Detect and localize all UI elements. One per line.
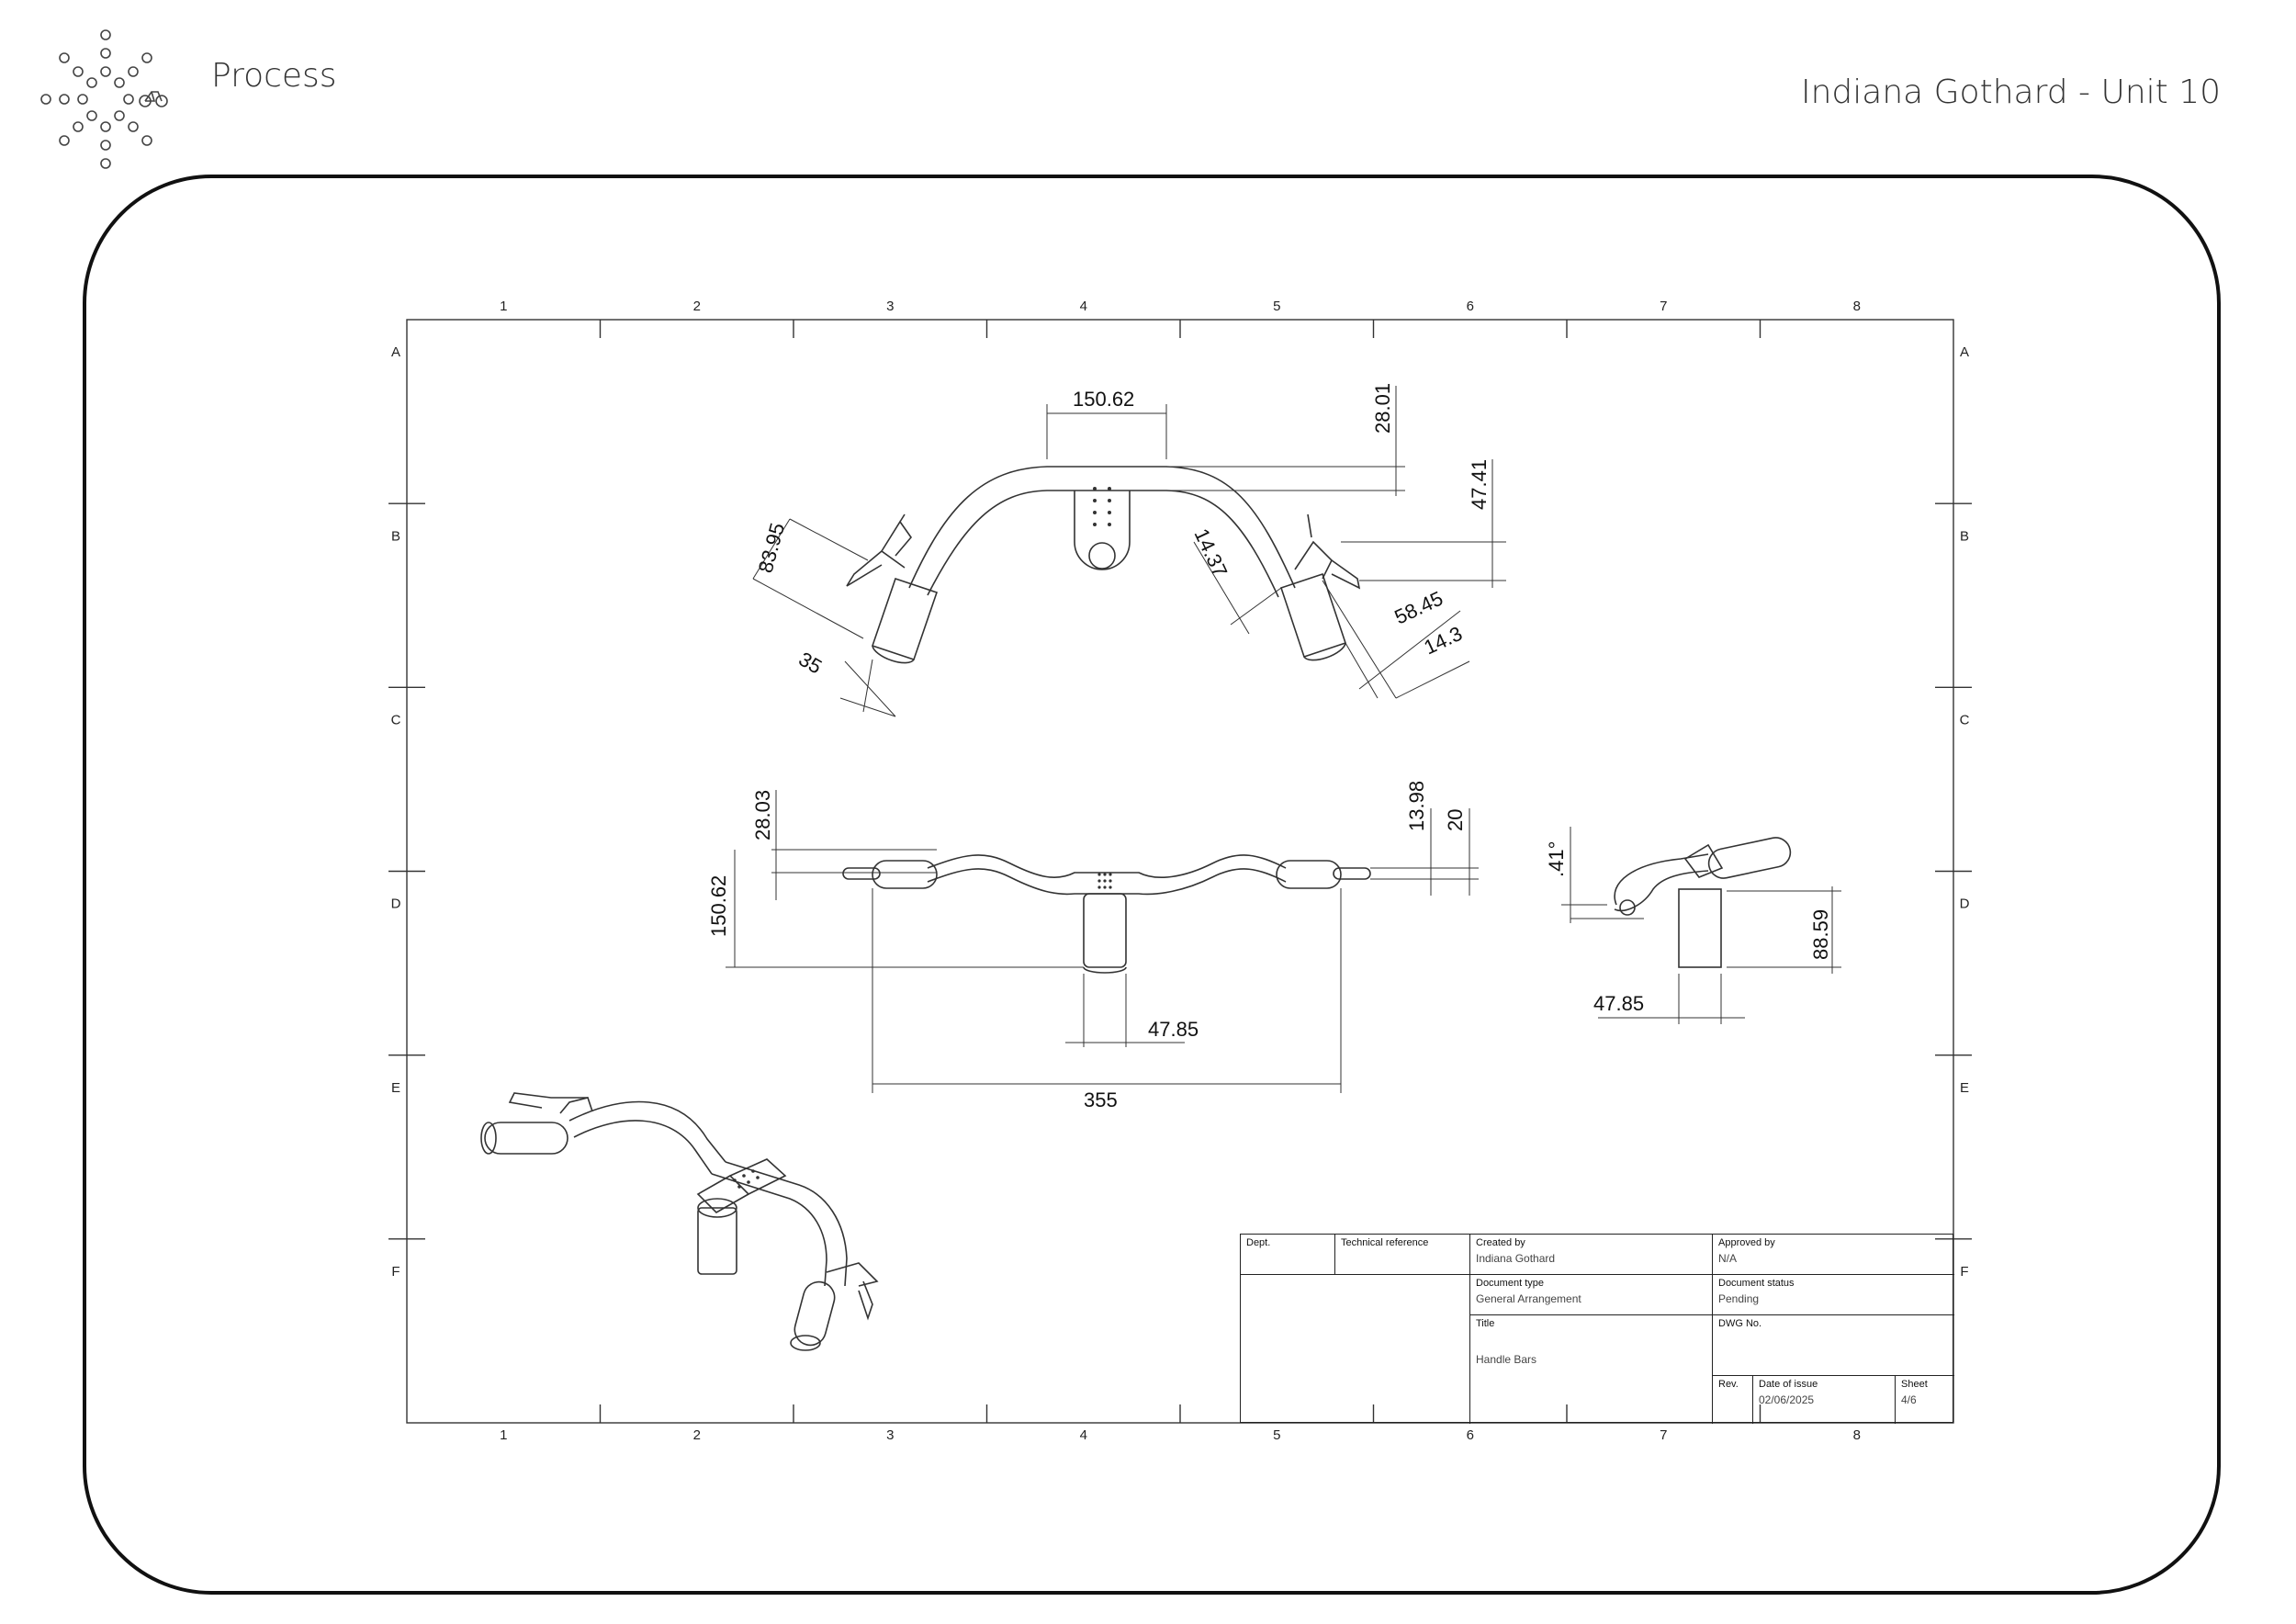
zone-col-label-bottom: 6 bbox=[1467, 1427, 1474, 1443]
zone-col-label-top: 6 bbox=[1467, 299, 1474, 314]
front-view bbox=[842, 854, 1371, 974]
zone-col-label-top: 2 bbox=[693, 299, 701, 314]
zone-row-label-left: E bbox=[391, 1080, 400, 1096]
approved-by-value: N/A bbox=[1718, 1252, 1738, 1265]
tb-title: Title Handle Bars bbox=[1470, 1315, 1713, 1424]
tb-tech-ref: Technical reference bbox=[1335, 1235, 1470, 1275]
dim-top-rise: 28.01 bbox=[1371, 383, 1394, 434]
dim-right-grip-length: 58.45 bbox=[1391, 587, 1446, 629]
tb-doc-status: Document status Pending bbox=[1713, 1275, 1954, 1315]
dim-right-grip-end: 14.3 bbox=[1421, 622, 1466, 660]
dimension-lines bbox=[726, 386, 1841, 1093]
tb-rev: Rev. bbox=[1713, 1376, 1753, 1424]
dim-stem-dia: 47.85 bbox=[1148, 1018, 1199, 1041]
zone-row-label-left: A bbox=[391, 344, 400, 360]
zone-col-label-top: 3 bbox=[886, 299, 894, 314]
dim-side-angle: .41° bbox=[1545, 841, 1568, 877]
tb-doc-type: Document type General Arrangement bbox=[1470, 1275, 1713, 1315]
created-by-value: Indiana Gothard bbox=[1476, 1252, 1556, 1265]
dim-right-clamp: 14.37 bbox=[1189, 525, 1232, 581]
title-block: Dept. Technical reference Created by Ind… bbox=[1240, 1234, 1954, 1424]
sheet-value: 4/6 bbox=[1901, 1393, 1917, 1406]
zone-row-label-left: D bbox=[391, 897, 401, 912]
doc-type-value: General Arrangement bbox=[1476, 1292, 1581, 1305]
zone-col-label-top: 4 bbox=[1080, 299, 1087, 314]
zone-row-label-right: E bbox=[1960, 1080, 1969, 1096]
zone-row-label-right: F bbox=[1960, 1264, 1968, 1280]
dim-front-offset-a: 13.98 bbox=[1405, 781, 1428, 831]
dot-circle-bike-logo-icon bbox=[40, 29, 168, 169]
zone-col-label-bottom: 2 bbox=[693, 1427, 701, 1443]
tb-blank bbox=[1241, 1275, 1470, 1424]
content-frame bbox=[83, 175, 2221, 1595]
dim-side-height: 88.59 bbox=[1809, 909, 1832, 960]
dim-left-grip-length: 83.95 bbox=[754, 521, 789, 576]
page-header: Process bbox=[37, 26, 337, 173]
date-value: 02/06/2025 bbox=[1759, 1393, 1815, 1406]
zone-row-label-left: F bbox=[391, 1264, 400, 1280]
tb-dept: Dept. bbox=[1241, 1235, 1335, 1275]
zone-col-label-bottom: 8 bbox=[1853, 1427, 1861, 1443]
zone-col-label-bottom: 7 bbox=[1660, 1427, 1667, 1443]
side-view bbox=[1614, 837, 1792, 968]
tb-approved-by: Approved by N/A bbox=[1713, 1235, 1954, 1275]
drawing-title-value: Handle Bars bbox=[1476, 1353, 1537, 1366]
dim-side-stem-dia: 47.85 bbox=[1593, 992, 1644, 1015]
zone-col-label-bottom: 3 bbox=[886, 1427, 894, 1443]
zone-row-label-left: B bbox=[391, 528, 400, 544]
tb-date: Date of issue 02/06/2025 bbox=[1753, 1376, 1896, 1424]
zone-col-label-top: 7 bbox=[1660, 299, 1667, 314]
dim-top-stem-width: 150.62 bbox=[1073, 388, 1134, 411]
dimension-labels: 150.62 28.01 47.41 83.95 35 14.37 58.45 … bbox=[707, 383, 1832, 1111]
zone-col-label-top: 5 bbox=[1273, 299, 1280, 314]
zone-row-label-right: C bbox=[1960, 712, 1970, 727]
dim-overall-width: 355 bbox=[1084, 1088, 1118, 1111]
tb-sheet: Sheet 4/6 bbox=[1896, 1376, 1954, 1424]
zone-row-label-right: B bbox=[1960, 528, 1969, 544]
dim-left-grip-dia: 35 bbox=[795, 648, 827, 679]
zone-col-label-top: 1 bbox=[500, 299, 507, 314]
doc-status-value: Pending bbox=[1718, 1292, 1760, 1305]
author-unit-title: Indiana Gothard - Unit 10 bbox=[1800, 73, 2221, 111]
dim-front-rise: 28.03 bbox=[751, 790, 774, 840]
section-title: Process bbox=[211, 56, 337, 95]
tb-dwg-no: DWG No. bbox=[1713, 1315, 1954, 1376]
dim-front-offset-b: 20 bbox=[1444, 809, 1467, 831]
top-view bbox=[846, 466, 1361, 664]
zone-col-label-bottom: 1 bbox=[500, 1427, 507, 1443]
zone-col-label-bottom: 5 bbox=[1273, 1427, 1280, 1443]
dim-top-drop: 47.41 bbox=[1468, 459, 1491, 510]
zone-row-label-right: D bbox=[1960, 897, 1970, 912]
tb-created-by: Created by Indiana Gothard bbox=[1470, 1235, 1713, 1275]
isometric-view bbox=[480, 1092, 879, 1351]
dim-front-height: 150.62 bbox=[707, 875, 730, 937]
zone-row-label-left: C bbox=[391, 712, 401, 727]
zone-row-label-right: A bbox=[1960, 344, 1969, 360]
zone-col-label-top: 8 bbox=[1853, 299, 1861, 314]
zone-col-label-bottom: 4 bbox=[1080, 1427, 1087, 1443]
